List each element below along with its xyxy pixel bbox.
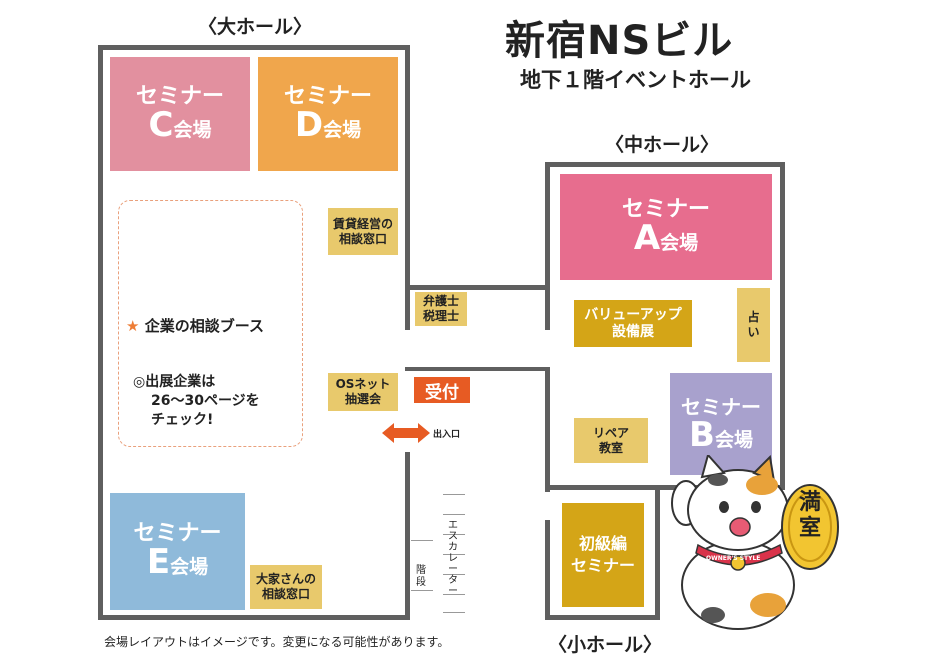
mascot-sign-text: 満室 <box>798 490 821 541</box>
star-icon: ★ <box>126 317 140 335</box>
booth-area-title: ★ 企業の相談ブース <box>126 317 264 335</box>
hall-label-middle: 〈中ホール〉 <box>605 134 720 156</box>
escalator-label: エスカレーター <box>448 520 458 597</box>
booth-area-note: ◎出展企業は 26～30ページを チェック! <box>133 374 260 428</box>
map-title: 新宿NSビル <box>505 18 734 64</box>
entrance-label: 出入口 <box>433 430 461 440</box>
booth-value-up: バリューアップ設備展 <box>574 300 692 347</box>
hall-label-large: 〈大ホール〉 <box>198 16 313 38</box>
layout-disclaimer: 会場レイアウトはイメージです。変更になる可能性があります。 <box>104 635 450 649</box>
booth-fortune: 占い <box>737 288 770 362</box>
seminar-room-c: セミナー C会場 <box>110 57 250 171</box>
map-subtitle: 地下１階イベントホール <box>520 68 751 92</box>
booth-landlord: 大家さんの相談窓口 <box>250 565 322 609</box>
reception: 受付 <box>414 377 470 403</box>
entrance-arrow-icon <box>382 423 430 443</box>
seminar-room-b: セミナー B会場 <box>670 373 772 475</box>
seminar-room-a: セミナー A会場 <box>560 174 772 280</box>
stairs-label: 階段 <box>416 565 426 588</box>
seminar-room-beginner: 初級編 セミナー <box>562 503 644 607</box>
booth-reform-class: リペア教室 <box>574 418 648 463</box>
maneki-neko-mascot <box>671 455 839 630</box>
booth-rental-management: 賃貸経営の相談窓口 <box>328 208 398 255</box>
hall-label-small: 〈小ホール〉 <box>548 634 663 656</box>
consultation-booth-area <box>118 200 303 447</box>
mascot-collar-text: OWNER'S STYLE <box>706 555 761 562</box>
seminar-room-e: セミナー E会場 <box>110 493 245 610</box>
seminar-room-d: セミナー D会場 <box>258 57 398 171</box>
booth-lawyer-tax: 弁護士税理士 <box>415 292 467 326</box>
booth-os-net: OSネット抽選会 <box>328 373 398 411</box>
